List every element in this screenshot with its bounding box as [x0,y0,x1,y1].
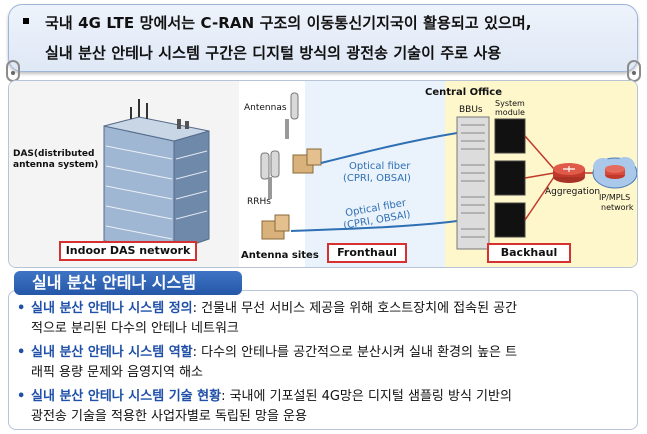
item-definition-key: 실내 분산 안테나 시스템 정의 [31,301,193,316]
rrh-top-icon [292,148,322,174]
network-diagram: DAS(distributed antenna system) Antennas… [8,80,638,268]
zone-label-indoor: Indoor DAS network [59,241,197,261]
item-role-key: 실내 분산 안테나 시스템 역할 [31,345,193,360]
antennas-label: Antennas [244,103,287,113]
zone-label-antenna-sites: Antenna sites [241,250,319,261]
system-module-line-1: System [495,99,525,108]
ipmpls-label-2: network [601,203,634,212]
antenna-top-icon [285,92,299,139]
header-banner: 국내 4G LTE 망에서는 C-RAN 구조의 이동통신기지국이 활용되고 있… [8,4,638,72]
das-label-line-1: DAS(distributed [13,149,95,159]
description-panel: • 실내 분산 안테나 시스템 정의: 건물내 무선 서비스 제공을 위해 호스… [8,290,638,430]
building-icon [103,99,210,252]
ipmpls-label-1: IP/MPLS [599,193,631,202]
item-role-rest: : 다수의 안테나를 공간적으로 분산시켜 실내 환경의 높은 트 [192,345,518,360]
item-status: • 실내 분산 안테나 시스템 기술 현황: 국내에 기포설된 4G망은 디지털… [17,387,631,427]
item-status-key: 실내 분산 안테나 시스템 기술 현황 [31,389,222,404]
banner-line-1: 국내 4G LTE 망에서는 C-RAN 구조의 이동통신기지국이 활용되고 있… [45,14,532,32]
zone-label-backhaul: Backhaul [487,243,571,263]
bullet-dot-icon: • [17,389,26,404]
aggregation-label: Aggregation [545,187,601,197]
fiber-top-label-2: (CPRI, OBSAI) [343,173,411,184]
bullet-dot-icon: • [17,345,26,360]
binder-ring-right-icon [627,60,641,82]
antenna-bottom-icon [260,150,280,199]
zone-fronthaul [305,81,445,267]
banner-line-2: 실내 분산 안테나 시스템 구간은 디지털 방식의 광전송 기술이 주로 사용 [45,44,502,62]
fiber-top-label-1: Optical fiber [349,161,411,172]
system-module-line-2: module [495,108,525,117]
central-office-label: Central Office [425,87,502,98]
aggregation-router-icon [553,163,585,183]
item-role: • 실내 분산 안테나 시스템 역할: 다수의 안테나를 공간적으로 분산시켜 … [17,343,631,383]
fiber-top-line [320,132,458,164]
item-definition-line-1: 실내 분산 안테나 시스템 정의: 건물내 무선 서비스 제공을 위해 호스트장… [31,299,517,318]
diagram-graphics [103,92,637,252]
fiber-bottom-line [290,220,458,232]
rrhs-label: RRHs [247,197,271,207]
rrh-bottom-icon [261,214,290,240]
item-definition-line-2: 적으로 분리된 다수의 안테나 네트워크 [31,321,239,336]
item-role-line-1: 실내 분산 안테나 시스템 역할: 다수의 안테나를 공간적으로 분산시켜 실내… [31,343,517,362]
section-title: 실내 분산 안테나 시스템 [14,271,242,295]
bbu-rack-icon [456,116,490,250]
das-label-line-2: antenna system) [13,160,99,170]
item-role-line-2: 래픽 용량 문제와 음영지역 해소 [31,365,204,380]
item-status-line-2: 광전송 기술을 적용한 사업자별로 독립된 망을 운용 [31,409,307,424]
square-bullet-icon [23,18,29,24]
item-status-line-1: 실내 분산 안테나 시스템 기술 현황: 국내에 기포설된 4G망은 디지털 샘… [31,387,512,406]
bbus-label: BBUs [459,105,483,115]
binder-ring-left-icon [6,60,20,82]
zone-label-fronthaul: Fronthaul [327,243,407,263]
item-status-rest: : 국내에 기포설된 4G망은 디지털 샘플링 방식 기반의 [221,389,512,404]
bullet-dot-icon: • [17,301,26,316]
item-definition-rest: : 건물내 무선 서비스 제공을 위해 호스트장치에 접속된 공간 [192,301,518,316]
ipmpls-cloud-icon [592,157,637,189]
item-definition: • 실내 분산 안테나 시스템 정의: 건물내 무선 서비스 제공을 위해 호스… [17,299,631,339]
system-module-icon [494,118,526,238]
